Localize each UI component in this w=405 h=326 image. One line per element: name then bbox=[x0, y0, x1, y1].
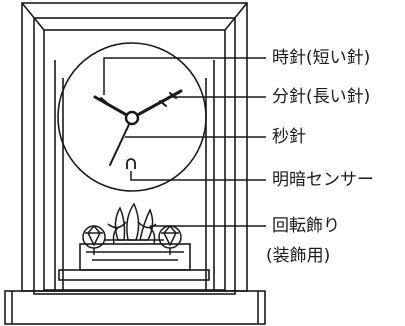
label-second-hand: 秒針 bbox=[272, 127, 306, 147]
cabinet-inner-frame bbox=[33, 17, 236, 295]
rotating-ornament bbox=[104, 202, 164, 245]
light-sensor bbox=[126, 158, 136, 169]
clock-face bbox=[57, 42, 207, 192]
ornament-gem-left bbox=[82, 224, 106, 255]
ornament-gem-right bbox=[158, 224, 182, 255]
cabinet-recess bbox=[43, 29, 226, 291]
clock-center-hub bbox=[124, 110, 140, 126]
label-rotating-ornament: 回転飾り bbox=[272, 216, 340, 236]
ornament-pedestal bbox=[79, 243, 191, 271]
label-rotating-ornament-note: (装飾用) bbox=[266, 246, 331, 266]
label-hour-hand: 時針(短い針) bbox=[272, 48, 371, 68]
second-hand bbox=[109, 117, 133, 166]
leader-light-sensor bbox=[130, 171, 266, 181]
leader-hour-hand bbox=[103, 57, 266, 95]
label-light-sensor: 明暗センサー bbox=[272, 170, 374, 190]
clock-base bbox=[4, 290, 266, 325]
clock-base-top bbox=[58, 269, 210, 281]
label-minute-hand: 分針(長い針) bbox=[272, 87, 371, 107]
